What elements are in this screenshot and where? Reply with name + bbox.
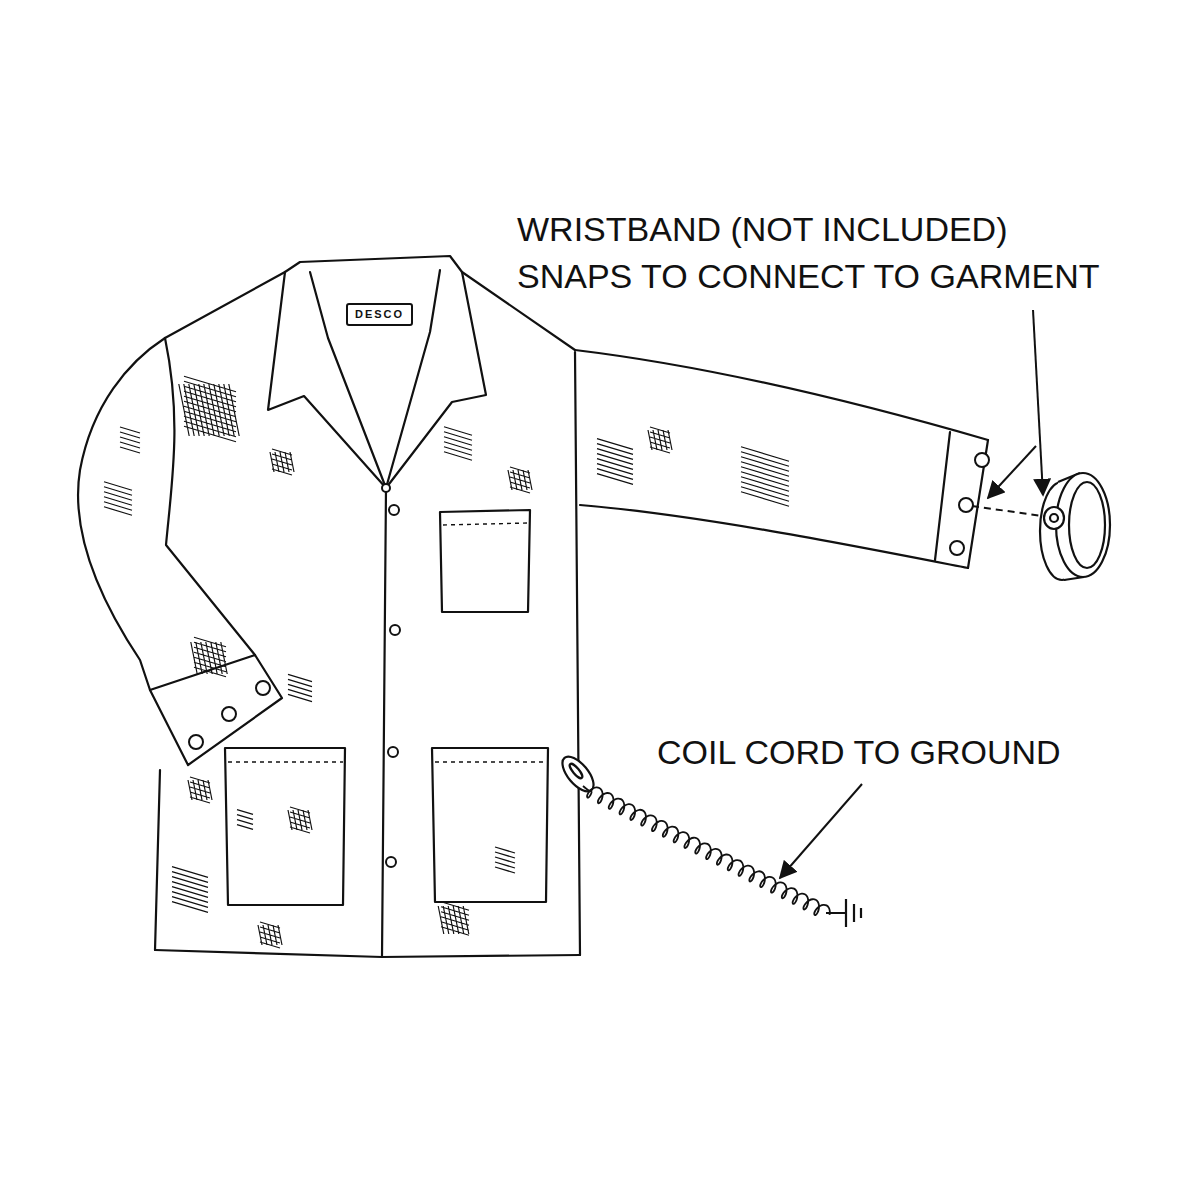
- body-right-edge: [575, 352, 580, 955]
- hatch-patch: [270, 449, 294, 475]
- left-armhole: [165, 338, 255, 655]
- left-sleeve: [78, 338, 165, 690]
- placket: [382, 488, 386, 957]
- ground-tab: [557, 751, 599, 796]
- hatch-patch: [172, 867, 208, 913]
- body-left-edge: [155, 770, 160, 950]
- leader-line: [1033, 310, 1043, 495]
- pocket-stitch: [228, 761, 343, 762]
- hatch-patch: [188, 777, 212, 803]
- ground-tab-hole: [568, 762, 584, 780]
- snap: [189, 735, 203, 749]
- leader-line: [780, 784, 862, 878]
- right-sleeve-bottom: [580, 505, 968, 568]
- hatch-patch: [597, 439, 633, 485]
- hatch-patch: [288, 807, 312, 833]
- brand-text: DESCO: [355, 308, 404, 321]
- hatch-patch: [258, 922, 282, 948]
- hatch-patch: [237, 810, 253, 830]
- hatch-patch: [120, 427, 140, 453]
- leader-line: [988, 446, 1036, 498]
- snap: [222, 707, 236, 721]
- snap-guide: [972, 506, 1042, 516]
- wristband-stud: [1044, 507, 1064, 529]
- shoulder-left: [165, 272, 285, 338]
- button: [382, 484, 390, 492]
- hatch-patch: [438, 902, 469, 935]
- hatch-patch: [741, 447, 789, 506]
- snap: [975, 453, 989, 467]
- callout-label: COIL CORD TO GROUND: [657, 729, 1061, 776]
- wristband-inner: [1069, 482, 1105, 568]
- coil-cord: [583, 786, 830, 915]
- snap: [950, 541, 964, 555]
- body-hem: [155, 950, 580, 957]
- snap: [256, 681, 270, 695]
- hatch-patch: [648, 427, 672, 453]
- pocket-stitch: [435, 761, 546, 762]
- button: [388, 747, 398, 757]
- button: [386, 857, 396, 867]
- pocket-stitch: [443, 523, 528, 525]
- collar: [285, 256, 462, 272]
- button: [390, 625, 400, 635]
- callout-label: WRISTBAND (NOT INCLUDED) SNAPS TO CONNEC…: [517, 206, 1108, 300]
- wristband-stud: [1050, 514, 1058, 522]
- pocket-right: [432, 748, 548, 902]
- pocket-left: [225, 748, 345, 905]
- hatch-patch: [288, 674, 312, 701]
- fabric-hatching: [104, 376, 789, 948]
- hatch-patch: [104, 482, 132, 515]
- right-sleeve-top: [575, 350, 988, 440]
- hatch-patch: [179, 376, 239, 442]
- wristband-front: [1056, 473, 1110, 577]
- hatch-patch: [508, 467, 532, 493]
- hatch-patch: [444, 427, 472, 460]
- chest-pocket: [440, 510, 530, 612]
- hatch-patch: [191, 637, 227, 677]
- right-cuff-seam: [935, 432, 950, 560]
- snap: [959, 498, 973, 512]
- coil-path: [583, 786, 830, 915]
- button: [389, 505, 399, 515]
- hatch-patch: [495, 847, 515, 873]
- ground-symbol: [826, 899, 861, 927]
- collar-label: DESCO: [346, 303, 413, 326]
